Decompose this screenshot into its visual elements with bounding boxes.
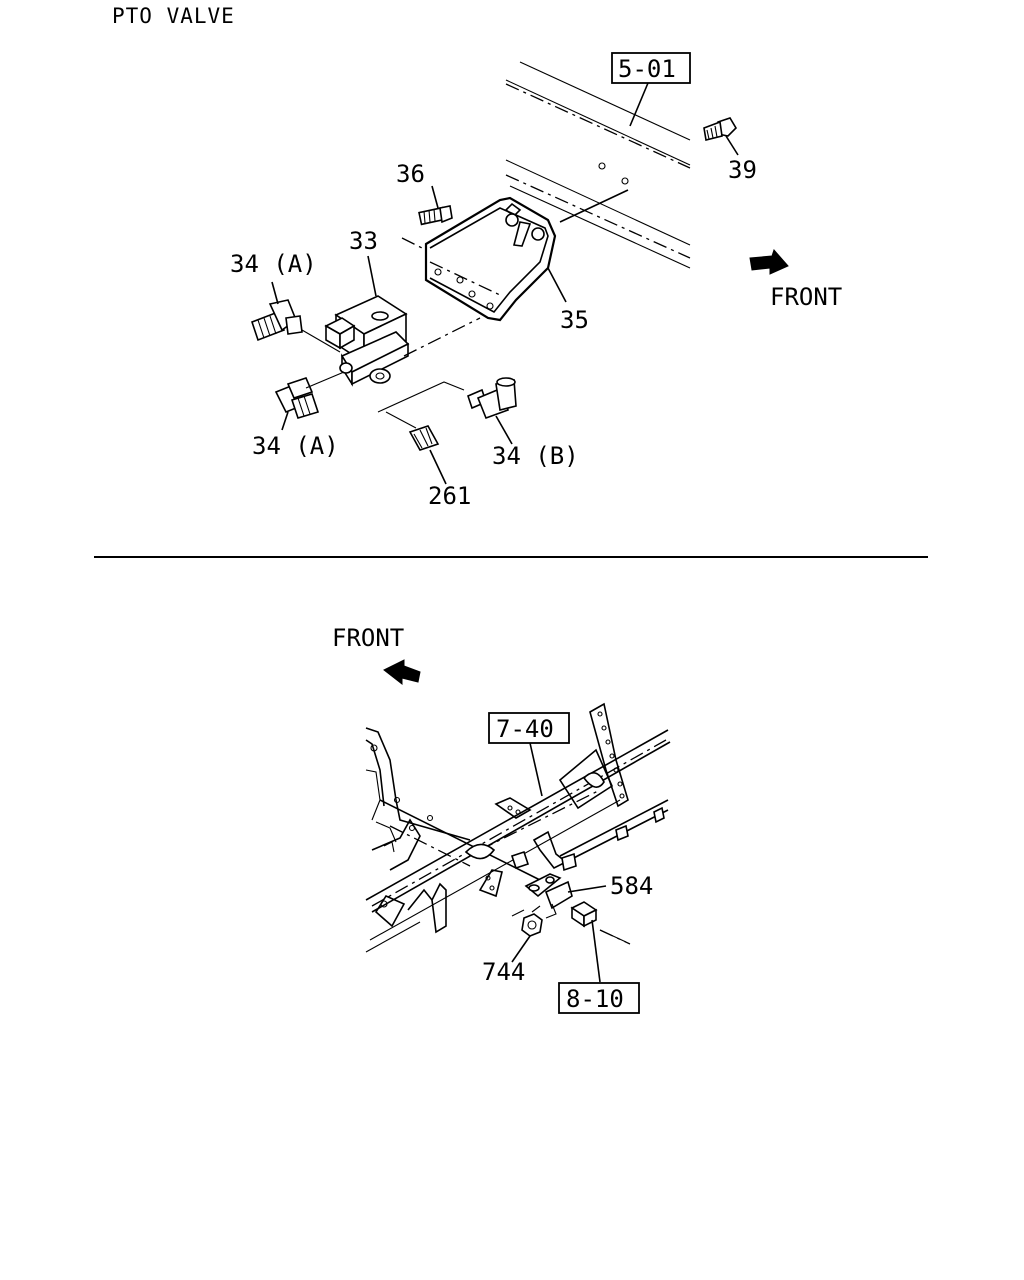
front-arrow-bottom-icon: [383, 659, 421, 686]
harness-connector-icon: [570, 901, 598, 928]
front-arrow-icon: [749, 249, 789, 275]
ref-frame-box: [611, 52, 691, 84]
label-39: 39: [728, 156, 757, 184]
front-label-top: FRONT: [770, 283, 842, 311]
front-label-bottom: FRONT: [332, 624, 404, 652]
bolt-36-icon: [418, 205, 453, 226]
fitting-34a-lower-icon: [274, 377, 320, 419]
solenoid-valve-33: [324, 295, 410, 387]
bolt-39-icon: [703, 117, 738, 141]
nut-744-icon: [521, 913, 543, 937]
ref-frame-7-40-box: [488, 712, 570, 744]
label-34b: 34 (B): [492, 442, 579, 470]
plug-261-icon: [408, 425, 440, 451]
ref-frame-7-40-label: 7-40: [496, 715, 554, 743]
ref-harness-label: 8-10: [566, 985, 624, 1013]
label-261: 261: [428, 482, 471, 510]
frame-rail-top: [505, 61, 691, 269]
label-36: 36: [396, 160, 425, 188]
bottom-assembly: FRONT: [332, 624, 671, 1014]
label-584: 584: [610, 872, 653, 900]
connector-584-icon: [524, 873, 573, 919]
label-33: 33: [349, 227, 378, 255]
ref-frame-label: 5-01: [618, 55, 676, 83]
chassis-frame: [365, 702, 671, 953]
fitting-34b-icon: [467, 377, 517, 420]
top-assembly: 5-01 39 36: [230, 52, 842, 510]
diagram-title: PTO VALVE: [112, 4, 235, 28]
label-34a-upper: 34 (A): [230, 250, 317, 278]
ref-harness-box: [558, 982, 640, 1014]
fitting-34a-upper-icon: [250, 299, 303, 342]
label-34a-lower: 34 (A): [252, 432, 339, 460]
label-35: 35: [560, 306, 589, 334]
label-744: 744: [482, 958, 525, 986]
